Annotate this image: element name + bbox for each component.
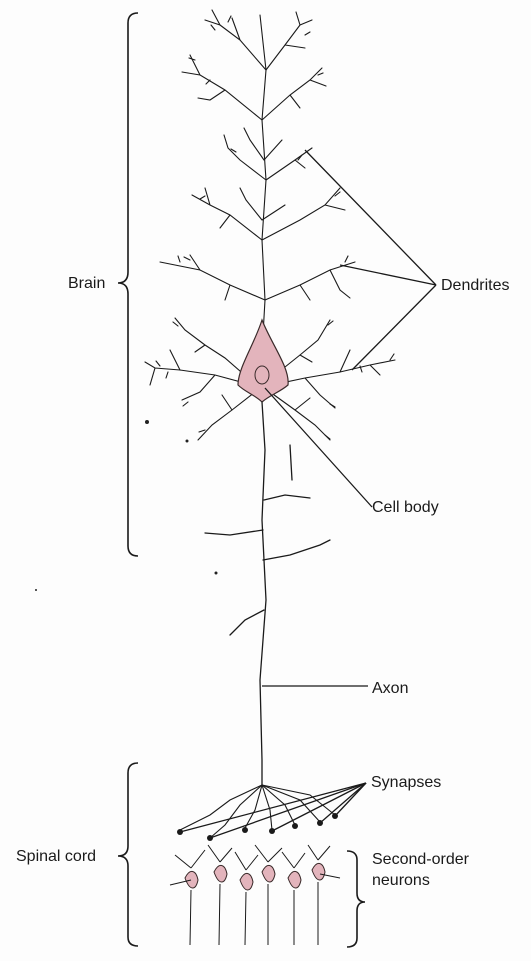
second-order-processes xyxy=(170,845,340,945)
second-order-neurons xyxy=(185,863,325,890)
label-cell-body: Cell body xyxy=(372,498,439,517)
label-brain: Brain xyxy=(68,274,105,293)
cell-body-shape xyxy=(238,320,288,402)
label-second-order-neurons: Second-order neurons xyxy=(372,849,482,891)
second-order-bracket xyxy=(347,851,365,947)
axon xyxy=(205,402,330,785)
label-synapses: Synapses xyxy=(371,773,441,792)
leader-lines xyxy=(180,150,436,838)
label-spinal-cord: Spinal cord xyxy=(16,847,96,866)
label-dendrites: Dendrites xyxy=(441,276,509,295)
brain-bracket xyxy=(118,13,138,556)
label-axon: Axon xyxy=(372,679,408,698)
spinal-cord-bracket xyxy=(118,763,138,946)
paper-specks xyxy=(35,420,218,591)
